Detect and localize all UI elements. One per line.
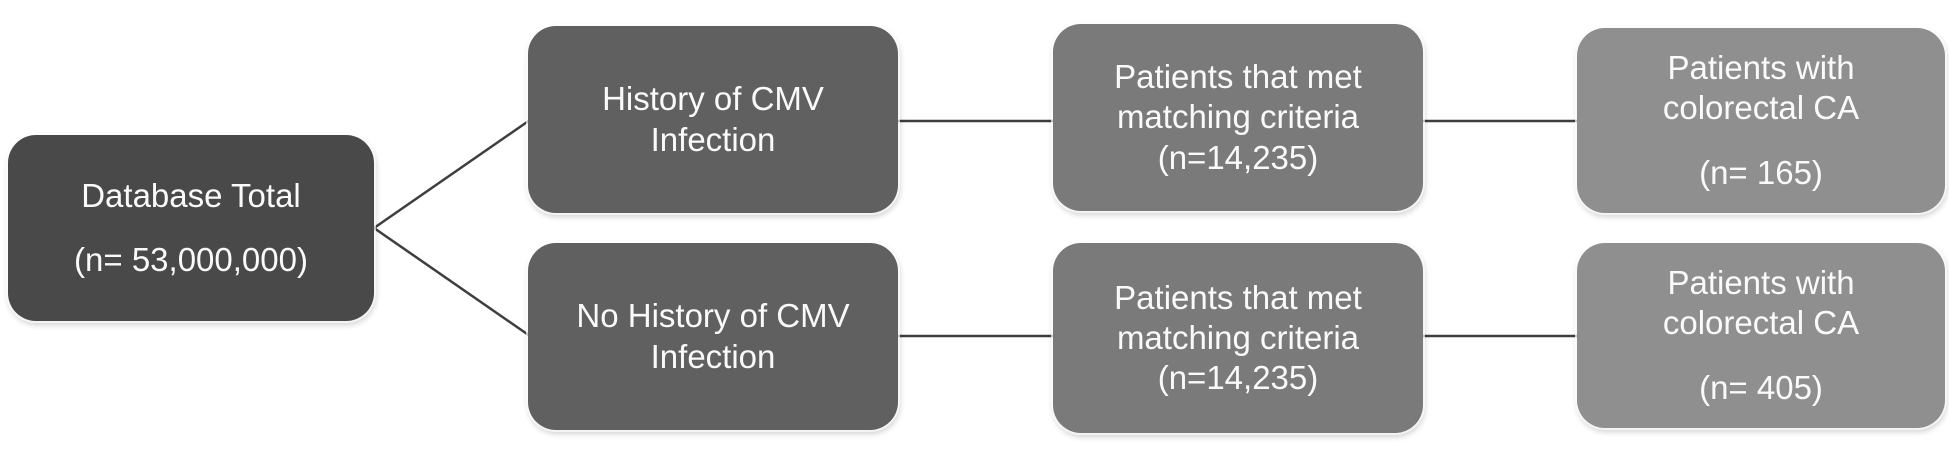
node-count: (n= 53,000,000) [74,241,308,278]
node-colorectal-ca-cmv: Patients with colorectal CA (n= 165) [1577,28,1945,213]
node-label: History of CMV Infection [602,80,824,158]
connector-branch-bottom [372,226,532,338]
node-no-history-cmv: No History of CMV Infection [528,243,898,430]
node-count: (n= 165) [1699,153,1823,191]
node-label: Patients that met matching criteria (n=1… [1114,58,1362,176]
node-count: (n= 405) [1699,368,1823,406]
node-matched-cmv: Patients that met matching criteria (n=1… [1053,24,1423,211]
node-label: Patients with colorectal CA [1662,264,1860,342]
node-label: Patients that met matching criteria (n=1… [1114,278,1362,397]
node-database-total: Database Total (n= 53,000,000) [8,135,374,321]
node-label: Database Total [81,176,301,214]
node-colorectal-ca-no-cmv: Patients with colorectal CA (n= 405) [1577,243,1945,428]
node-label: No History of CMV Infection [576,297,850,375]
node-matched-no-cmv: Patients that met matching criteria (n=1… [1053,243,1423,433]
node-history-cmv: History of CMV Infection [528,26,898,213]
connector-branch-top [372,118,532,230]
node-label: Patients with colorectal CA [1662,49,1860,127]
